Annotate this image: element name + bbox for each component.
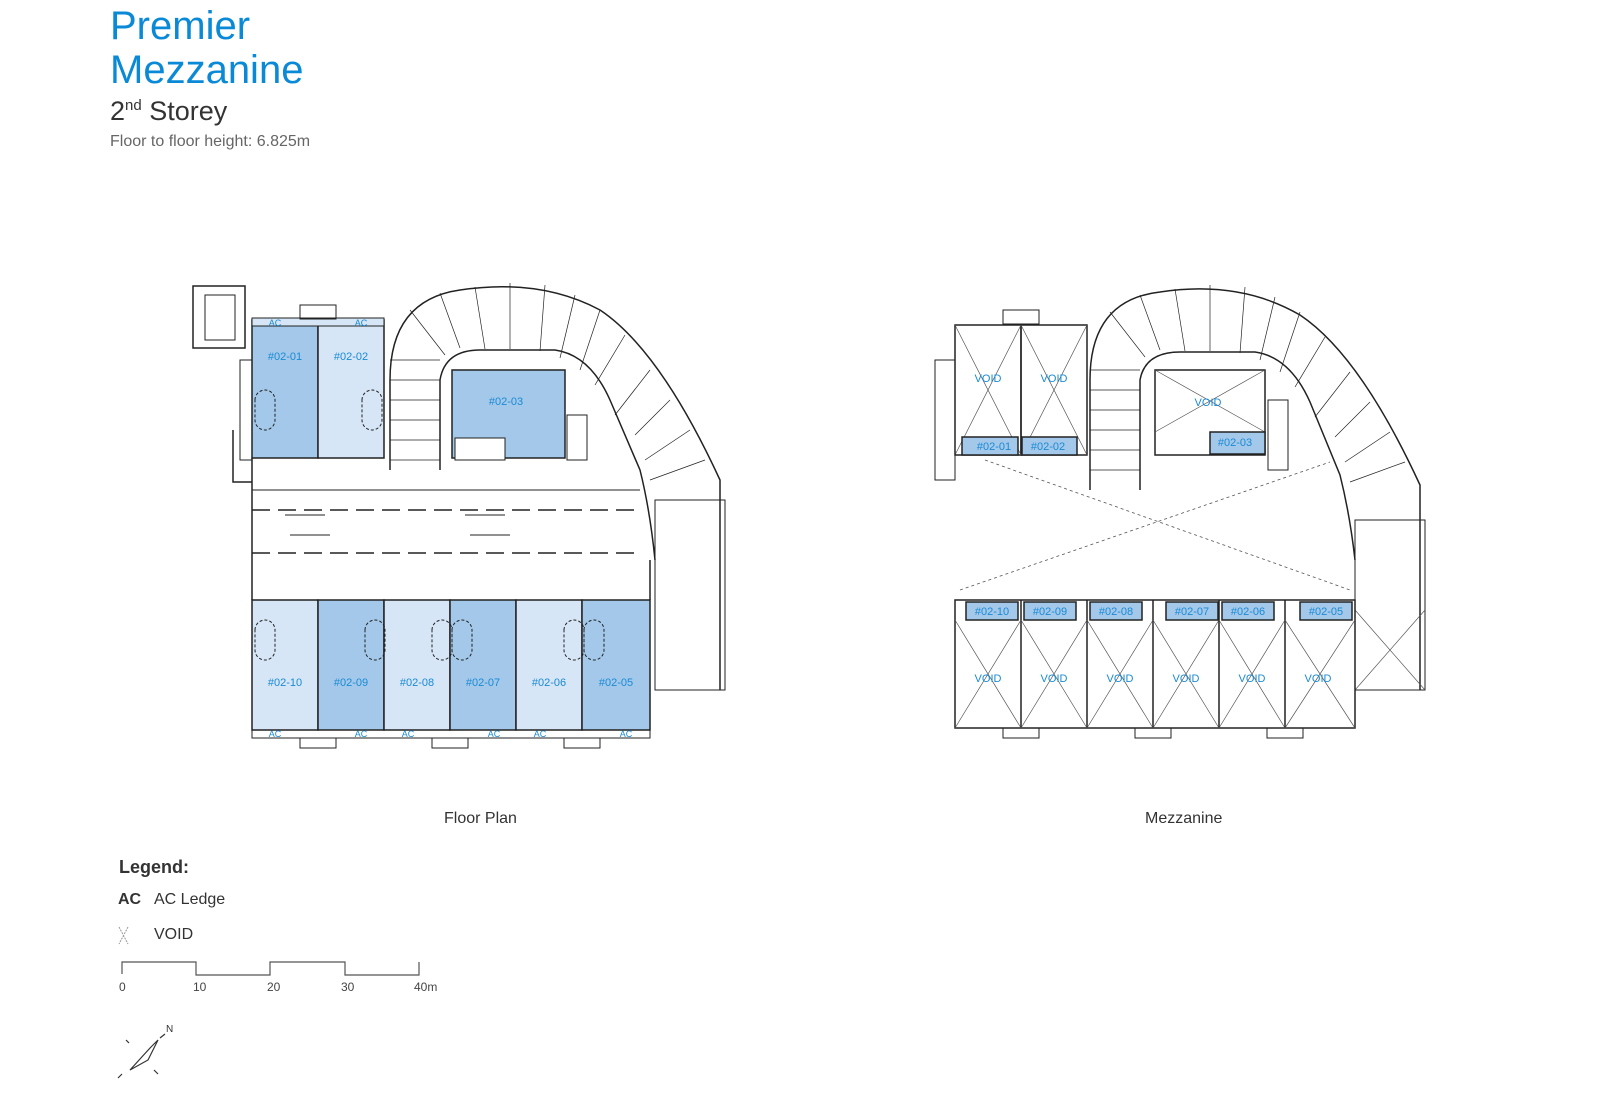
bottom-units (251, 389, 651, 749)
void-area (1154, 369, 1266, 456)
ramp-inner (439, 349, 656, 561)
plant-room (192, 285, 246, 349)
ac-ledge-label: AC (355, 318, 368, 328)
unit-label: #02-02 (334, 351, 368, 363)
scale-tick: 10 (193, 980, 207, 994)
unit-label: #02-03 (1218, 437, 1252, 449)
mezz-bottom-voids (954, 599, 1356, 739)
ac-ledge-label: AC (620, 729, 633, 739)
unit-02-10[interactable] (251, 599, 319, 731)
title-line-1: Premier (110, 4, 251, 48)
storey-suffix: nd (125, 97, 142, 114)
storey-word: Storey (149, 96, 228, 126)
unit-label: #02-07 (466, 677, 500, 689)
scale-tick: 20 (267, 980, 281, 994)
north-arrow-icon (117, 1033, 166, 1079)
unit-label: #02-06 (1231, 606, 1265, 618)
unit-label: #02-08 (400, 677, 434, 689)
unit-label: #02-09 (334, 677, 368, 689)
scale-tick: 30 (341, 980, 355, 994)
mezz-unit-02-01[interactable] (961, 436, 1019, 456)
mezz-unit-02-10[interactable] (965, 601, 1019, 621)
scale-tick: 40m (414, 980, 438, 994)
ramp-area-right (654, 499, 726, 691)
floor-plan: #02-01 #02-02 #02-03 #02-10 #02-09 #02-0… (192, 283, 726, 749)
unit-label: #02-01 (977, 441, 1011, 453)
legend-ac-symbol: AC (118, 891, 142, 908)
staircase (239, 359, 253, 461)
unit-02-07[interactable] (449, 599, 517, 731)
unit-02-06[interactable] (515, 599, 583, 731)
legend-ac-label: AC Ledge (154, 891, 226, 908)
unit-label: #02-07 (1175, 606, 1209, 618)
mezz-unit-02-05[interactable] (1299, 601, 1353, 621)
void-label: VOID (1195, 397, 1222, 409)
scale-bar (121, 961, 420, 976)
unit-label: #02-08 (1099, 606, 1133, 618)
ac-ledge-label: AC (402, 729, 415, 739)
mezz-unit-02-02[interactable] (1021, 436, 1078, 456)
north-label: N (166, 1024, 174, 1035)
floor-height: Floor to floor height: 6.825m (110, 133, 311, 150)
ac-ledge-label: AC (488, 729, 501, 739)
void-label: VOID (1041, 673, 1068, 685)
void-cross-icon (118, 926, 129, 945)
unit-02-09[interactable] (317, 599, 385, 731)
ac-ledge-label: AC (355, 729, 368, 739)
void-label: VOID (975, 673, 1002, 685)
mezz-unit-02-09[interactable] (1023, 601, 1077, 621)
void-label: VOID (1239, 673, 1266, 685)
scale-tick: 0 (119, 980, 126, 994)
void-label: VOID (975, 373, 1002, 385)
unit-label: #02-06 (532, 677, 566, 689)
void-label: VOID (1041, 373, 1068, 385)
mezz-unit-02-06[interactable] (1221, 601, 1275, 621)
void-label: VOID (1107, 673, 1134, 685)
unit-label: #02-01 (268, 351, 302, 363)
unit-label: #02-02 (1031, 441, 1065, 453)
unit-02-05[interactable] (581, 599, 651, 731)
unit-02-01[interactable] (251, 319, 319, 459)
unit-label: #02-03 (489, 396, 523, 408)
unit-label: #02-10 (268, 677, 302, 689)
unit-label: #02-05 (599, 677, 633, 689)
ac-ledge-label: AC (269, 729, 282, 739)
mezz-unit-02-07[interactable] (1165, 601, 1219, 621)
unit-label: #02-05 (1309, 606, 1343, 618)
legend-heading: Legend: (119, 857, 189, 877)
floor-plan-caption: Floor Plan (444, 810, 517, 827)
unit-02-08[interactable] (383, 599, 451, 731)
legend-void-label: VOID (154, 926, 194, 943)
mezz-unit-02-03[interactable] (1209, 431, 1266, 455)
mezzanine-plan: VOID VOID VOID VOID VOID VOID VOID VOID … (934, 285, 1426, 739)
storey-heading: 2nd Storey (110, 96, 227, 127)
ac-ledge-label: AC (269, 318, 282, 328)
mezz-unit-02-08[interactable] (1089, 601, 1143, 621)
void-label: VOID (1173, 673, 1200, 685)
ac-ledge-label: AC (534, 729, 547, 739)
void-label: VOID (1305, 673, 1332, 685)
mezzanine-caption: Mezzanine (1145, 810, 1223, 827)
unit-label: #02-09 (1033, 606, 1067, 618)
storey-number: 2 (110, 96, 126, 126)
ramp-outer (389, 286, 721, 690)
unit-label: #02-10 (975, 606, 1009, 618)
title-line-2: Mezzanine (110, 48, 304, 92)
unit-02-02[interactable] (317, 319, 385, 459)
